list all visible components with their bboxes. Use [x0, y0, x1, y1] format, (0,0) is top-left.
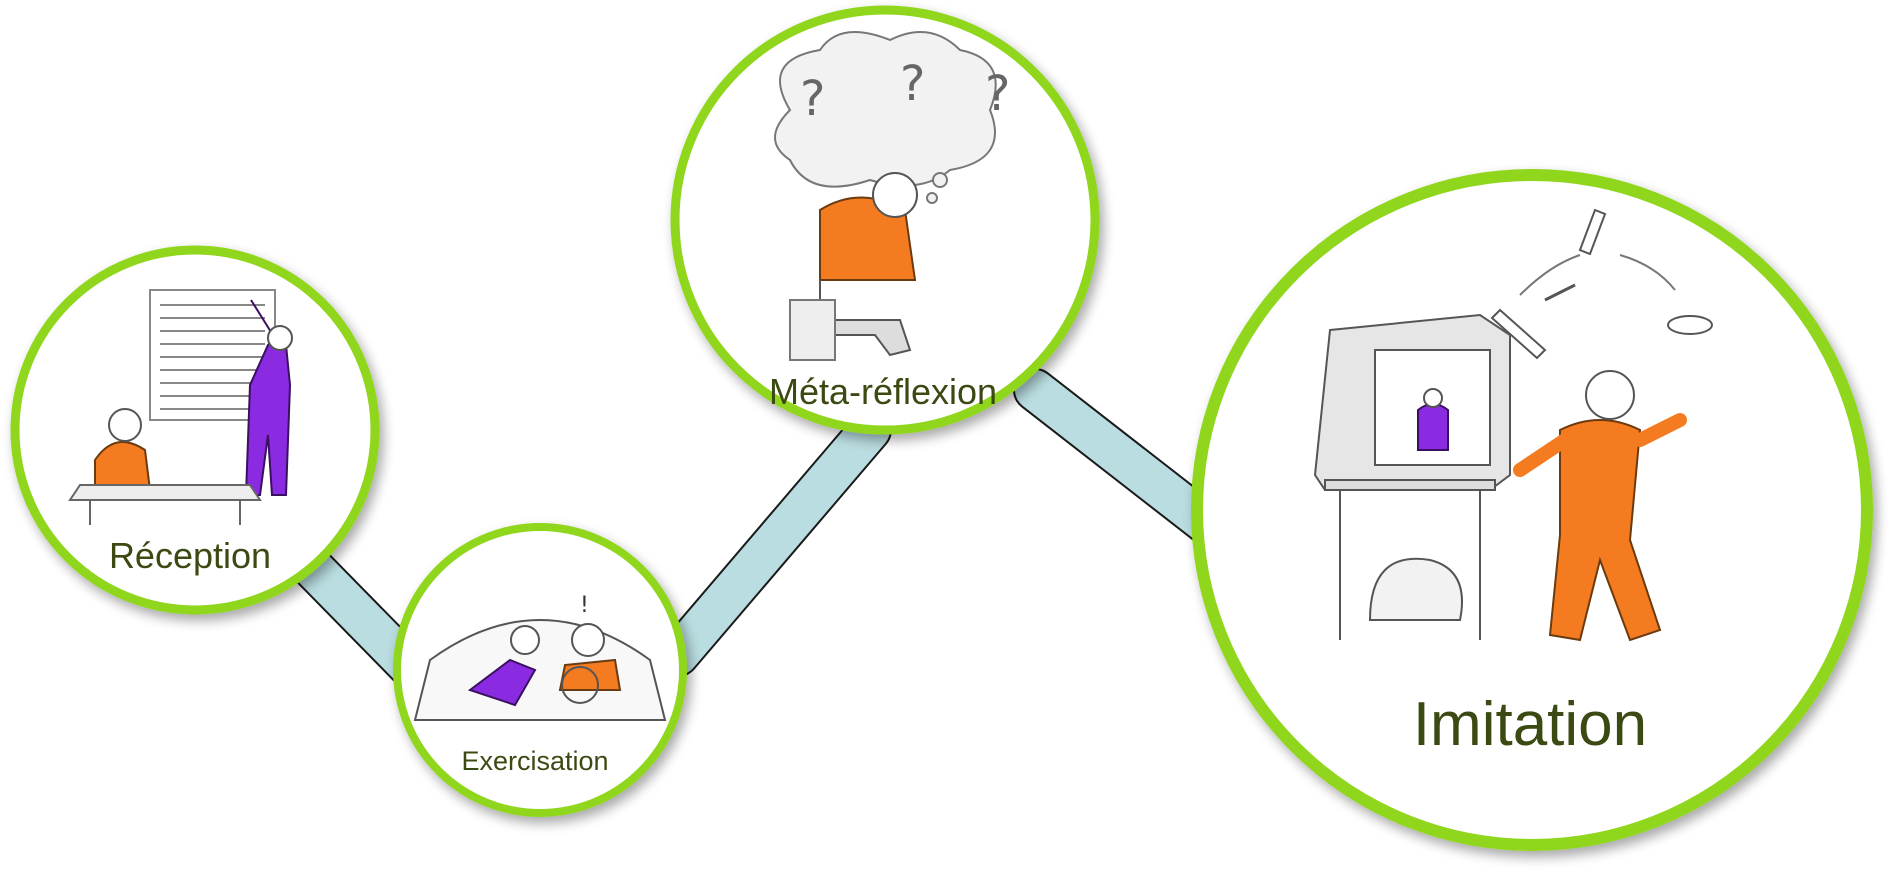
node-imitation-label: Imitation [1413, 690, 1647, 759]
exercisation-illustration: ! [413, 593, 667, 721]
bottle-icon [1578, 208, 1607, 256]
steering-wheel-icon [561, 666, 599, 704]
desk-icon [68, 484, 262, 525]
node-exercisation: ! Exercisation [393, 523, 687, 817]
knife-icon [1544, 283, 1576, 302]
reception-illustration [68, 289, 293, 525]
instructor-figure-icon [558, 658, 622, 691]
tv-figure-icon [1417, 403, 1449, 451]
connector-meta-reflexion-imitation-fill [1015, 370, 1235, 550]
student-figure-icon [94, 441, 152, 497]
meta-reflexion-illustration: ? ? ? [774, 31, 1010, 361]
node-meta-reflexion-label: Méta-réflexion [769, 371, 997, 412]
node-reception: Réception [10, 245, 380, 615]
juggler-figure-icon [1548, 419, 1662, 642]
connectors [288, 368, 1237, 694]
juggler-arm-icon [1513, 413, 1687, 477]
tv-stand-icon [1324, 479, 1496, 640]
exclamation-icon: ! [580, 593, 589, 618]
question-mark-icon: ? [800, 71, 825, 127]
motion-lines-icon [1519, 254, 1676, 296]
learner-figure-icon [467, 658, 537, 707]
bottle-icon [1490, 308, 1547, 360]
node-exercisation-label: Exercisation [461, 746, 608, 776]
question-mark-icon: ? [900, 56, 925, 112]
plate-icon [1667, 315, 1713, 335]
stool-icon [789, 299, 836, 361]
thought-bubble-icon [774, 31, 997, 188]
question-mark-icon: ? [985, 66, 1010, 122]
node-meta-reflexion: ? ? ? Méta-réflexion [670, 5, 1100, 435]
imitation-illustration [1313, 208, 1713, 642]
cat-icon [1368, 557, 1463, 621]
connector-exercisation-meta-reflexion-fill [658, 410, 890, 675]
node-reception-label: Réception [109, 535, 271, 576]
node-imitation: Imitation [1191, 169, 1873, 851]
